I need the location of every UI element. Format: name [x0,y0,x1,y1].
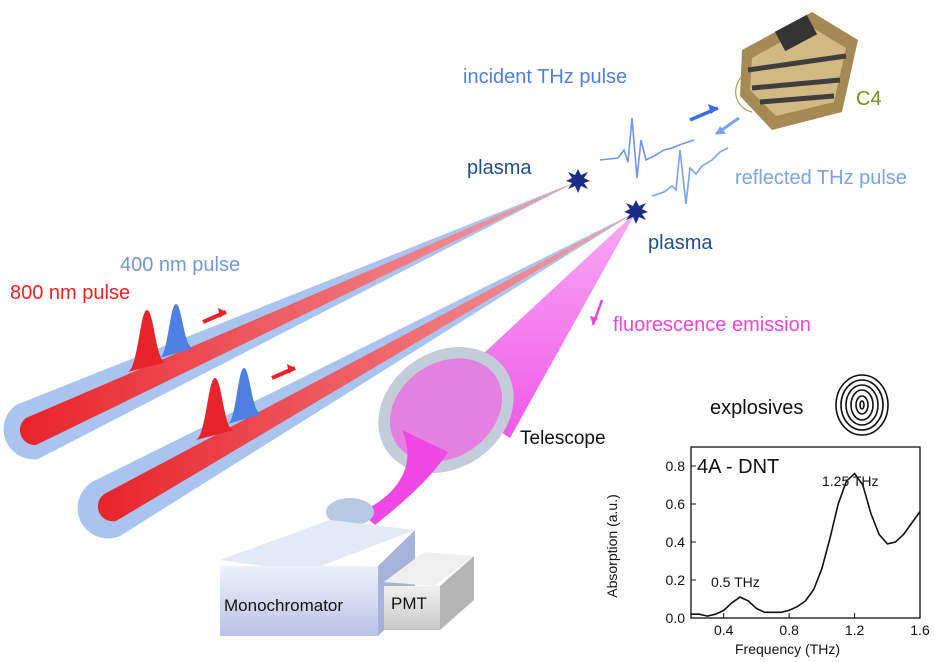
c4-explosive-icon [735,12,858,130]
plasma-label-top: plasma [467,157,532,179]
y-axis-label: Absorption (a.u.) [603,494,620,598]
y-tick-label: 0.0 [666,610,686,626]
explosives-label: explosives [710,397,804,419]
y-tick-label: 0.6 [666,496,686,512]
x-axis-label: Frequency (THz) [735,641,841,657]
peak-annotation-0-5: 0.5 THz [711,574,760,590]
monochromator [220,498,415,636]
x-tick-label: 1.2 [845,622,865,638]
fluorescence-label: fluorescence emission [613,314,811,336]
pmt-label: PMT [391,594,427,613]
plasma-label-bottom: plasma [648,232,713,254]
y-tick-label: 0.2 [666,572,686,588]
y-tick-label: 0.8 [666,458,686,474]
series-line-0 [691,472,921,617]
absorption-chart: 0.4 0.8 1.2 1.6 0.0 0.2 0.4 0.6 0.8 [666,446,930,638]
plasma-star-icon [624,200,648,224]
incident-thz-label: incident THz pulse [463,66,628,88]
pulse-400-label: 400 nm pulse [120,254,241,276]
incident-thz-wave [599,117,695,179]
telescope [360,347,514,525]
x-tick-label: 0.8 [779,622,799,638]
x-tick-label: 0.4 [714,622,734,638]
x-tick-label: 1.6 [910,622,930,638]
chart-title: 4A - DNT [697,456,780,478]
plasma-star-icon [566,169,590,193]
pmt [384,552,474,630]
pulse-800-label: 800 nm pulse [10,282,131,304]
laser-beam-lower [77,212,636,539]
pulse-pair-upper [128,304,227,372]
laser-beam-upper [3,181,579,460]
reflected-thz-label: reflected THz pulse [735,167,907,189]
monochromator-label: Monochromator [224,596,344,615]
chart-frame [690,446,921,619]
telescope-label: Telescope [520,428,606,449]
reflected-thz-wave [651,147,729,205]
peak-annotation-1-25: 1.25 THz [822,473,879,489]
c4-label: C4 [856,88,882,110]
fingerprint-icon [835,374,889,436]
y-tick-label: 0.4 [666,534,686,550]
pulse-pair-lower [196,364,296,440]
